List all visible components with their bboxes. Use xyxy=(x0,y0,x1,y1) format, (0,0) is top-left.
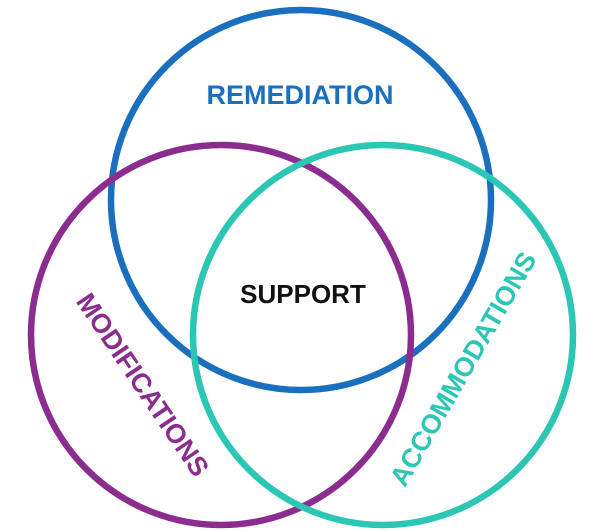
remediation-label: REMEDIATION xyxy=(207,80,394,110)
modifications-circle xyxy=(27,141,415,529)
accommodations-circle xyxy=(189,141,577,529)
remediation-circle xyxy=(107,6,495,394)
center-support-label: SUPPORT xyxy=(240,279,366,309)
